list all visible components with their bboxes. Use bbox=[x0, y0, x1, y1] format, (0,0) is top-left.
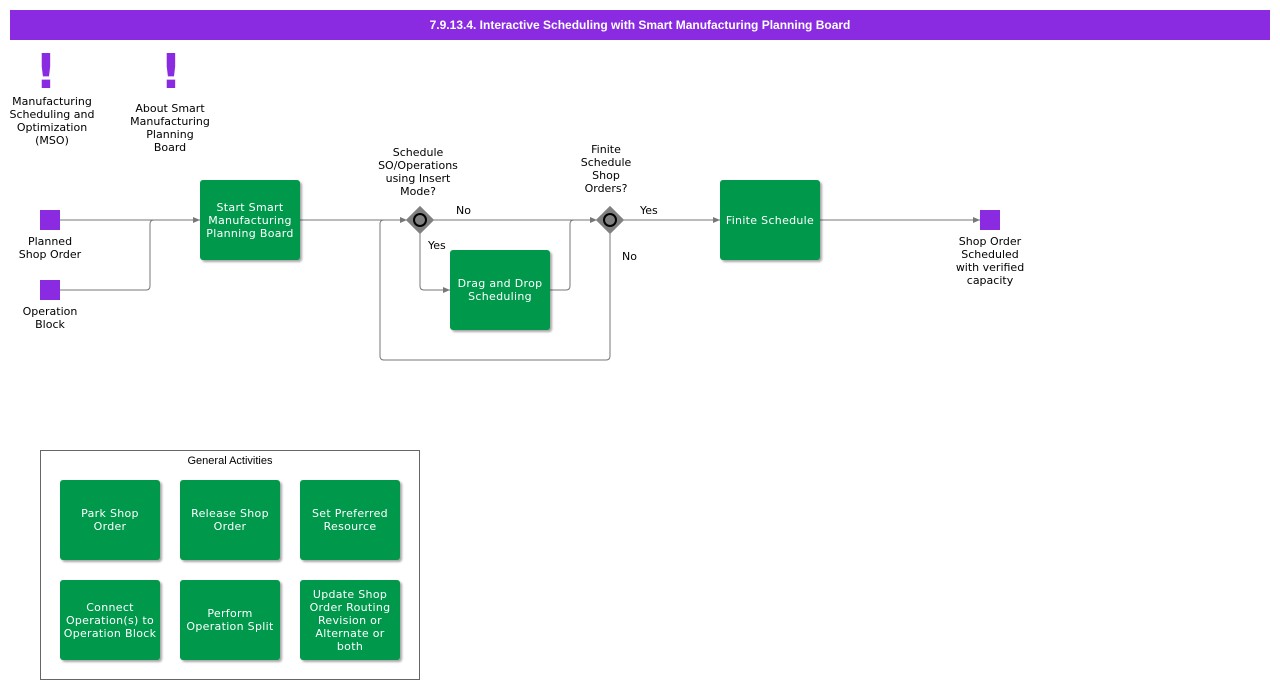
gateway-finite-marker-icon bbox=[603, 213, 617, 227]
edge-opblock-to-start bbox=[60, 219, 155, 291]
planned-shop-order-label: Planned Shop Order bbox=[18, 235, 82, 261]
gateway-finite-label: Finite Schedule Shop Orders? bbox=[580, 143, 632, 195]
edge-label-no: No bbox=[456, 204, 471, 217]
general-activities-group: General Activities Park Shop Order Relea… bbox=[40, 450, 420, 680]
start-event-operation-block[interactable] bbox=[40, 280, 60, 300]
activity-park-shop-order[interactable]: Park Shop Order bbox=[60, 480, 160, 560]
exclamation-icon[interactable]: ! bbox=[160, 44, 182, 100]
diagram-title: 7.9.13.4. Interactive Scheduling with Sm… bbox=[10, 10, 1270, 40]
gateway-insert-mode-marker-icon bbox=[413, 213, 427, 227]
gateway-insert-mode-label: Schedule SO/Operations using Insert Mode… bbox=[378, 146, 458, 198]
edge-label-yes: Yes bbox=[640, 204, 658, 217]
edge-label-yes: Yes bbox=[428, 239, 446, 252]
end-event-shop-order-scheduled[interactable] bbox=[980, 210, 1000, 230]
start-event-planned-shop-order[interactable] bbox=[40, 210, 60, 230]
annotation-label-mso: Manufacturing Scheduling and Optimizatio… bbox=[9, 95, 95, 147]
activity-set-preferred-resource[interactable]: Set Preferred Resource bbox=[300, 480, 400, 560]
activity-release-shop-order[interactable]: Release Shop Order bbox=[180, 480, 280, 560]
exclamation-icon[interactable]: ! bbox=[35, 44, 57, 100]
edge-dragdrop-to-gateway2 bbox=[550, 219, 575, 291]
activity-finite-schedule[interactable]: Finite Schedule bbox=[720, 180, 820, 260]
activity-start-board[interactable]: Start Smart Manufacturing Planning Board bbox=[200, 180, 300, 260]
end-event-label: Shop Order Scheduled with verified capac… bbox=[955, 235, 1025, 287]
activity-update-routing-revision[interactable]: Update Shop Order Routing Revision or Al… bbox=[300, 580, 400, 660]
activity-connect-operations[interactable]: Connect Operation(s) to Operation Block bbox=[60, 580, 160, 660]
annotation-label-board: About Smart Manufacturing Planning Board bbox=[130, 102, 210, 154]
edge-gateway1-yes bbox=[419, 232, 450, 293]
activity-drag-drop[interactable]: Drag and Drop Scheduling bbox=[450, 250, 550, 330]
activity-perform-operation-split[interactable]: Perform Operation Split bbox=[180, 580, 280, 660]
edge-label-no: No bbox=[622, 250, 637, 263]
general-activities-title: General Activities bbox=[187, 455, 273, 467]
operation-block-label: Operation Block bbox=[22, 305, 78, 331]
edge-gateway2-no-loop bbox=[379, 219, 611, 361]
